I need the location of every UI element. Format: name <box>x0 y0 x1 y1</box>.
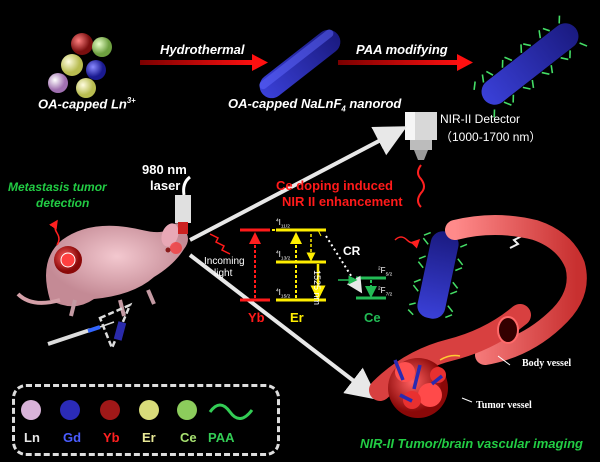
legend-ball-gd <box>60 400 80 420</box>
ion-er: Er <box>290 310 304 325</box>
blood-vessels <box>369 215 587 418</box>
legend-ce: Ce <box>180 430 197 445</box>
paa-arrow <box>338 54 473 71</box>
legend-paa-wave <box>208 403 254 420</box>
legend-er-label: Er <box>142 430 156 445</box>
laser-label: laser <box>150 178 181 193</box>
nanorod-bare <box>259 29 341 99</box>
mouse-arrows <box>188 126 408 400</box>
imaging-title: NIR-II Tumor/brain vascular imaging <box>360 436 583 451</box>
er-level-top: 4I11/2 <box>276 218 290 230</box>
hydrothermal-label: Hydrothermal <box>160 42 245 57</box>
nanorod-vessel <box>407 231 468 319</box>
energy-title-line2: NIR II enhancement <box>282 194 403 209</box>
cr-label: CR <box>343 244 361 258</box>
legend-ball-er <box>139 400 159 420</box>
legend-ball-ce <box>177 400 197 420</box>
ion-yb: Yb <box>248 310 265 325</box>
legend-gd: Gd <box>63 430 81 445</box>
legend-ln-label: Ln <box>24 430 40 445</box>
legend-ln: Ln <box>24 430 40 445</box>
laser-wavelength: 980 nm <box>142 162 187 177</box>
er-level-mid: 4I13/2 <box>276 250 291 262</box>
tumor-label-line2: detection <box>36 196 90 210</box>
mouse-illustration <box>16 219 188 317</box>
nanorod-paa <box>473 15 588 118</box>
hydrothermal-arrow <box>140 54 268 71</box>
er-level-bot: 4I15/2 <box>276 288 291 300</box>
legend-ball-yb <box>100 400 120 420</box>
nanorod-label: OA-capped NaLnF4 nanorod <box>228 96 402 114</box>
tumor-vessel-label: Tumor vessel <box>476 400 532 411</box>
body-vessel-label: Body vessel <box>522 358 572 369</box>
energy-level-diagram <box>209 219 531 302</box>
legend-ce-label: Ce <box>180 430 197 445</box>
ce-level-top: 2F5/2 <box>378 266 393 278</box>
legend-box <box>12 384 280 456</box>
energy-title-line1: Ce doping induced <box>276 178 393 193</box>
legend-yb: Yb <box>103 430 120 445</box>
injection-syringe <box>47 302 133 352</box>
legend-paa: PAA <box>208 430 234 445</box>
detector-range: （1000-1700 nm） <box>440 130 542 144</box>
emission-label: 1525 nm <box>312 270 322 306</box>
detector-title: NIR-II Detector <box>440 112 521 126</box>
legend-ball-ln <box>21 400 41 420</box>
legend-gd-label: Gd <box>63 430 82 445</box>
ion-ce: Ce <box>364 310 381 325</box>
precursor-balls <box>48 33 112 98</box>
legend-paa-label: PAA <box>208 430 235 445</box>
laser-fiber <box>170 175 191 254</box>
legend-balls <box>21 400 254 420</box>
tumor-label-line1: Metastasis tumor <box>8 180 107 194</box>
paa-modifying-label: PAA modifying <box>356 42 448 57</box>
precursor-label: OA-capped Ln3+ <box>38 96 136 112</box>
incoming-light-line1: Incoming <box>204 256 245 267</box>
incoming-light-line2: light <box>214 268 233 279</box>
legend-er: Er <box>142 430 156 445</box>
nir-ii-detector <box>405 112 437 208</box>
ce-level-bot: 2F7/2 <box>378 286 393 298</box>
legend-yb-label: Yb <box>103 430 120 445</box>
